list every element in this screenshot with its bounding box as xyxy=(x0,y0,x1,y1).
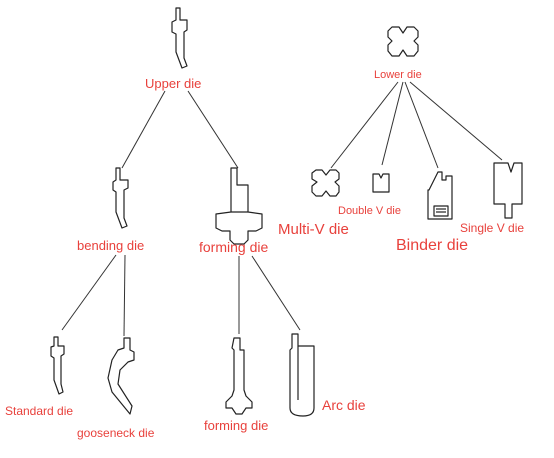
label-double-v-die: Double V die xyxy=(338,205,401,217)
single-v-die-icon xyxy=(493,162,523,219)
label-upper-die: Upper die xyxy=(145,76,202,91)
edge-lower-to-binder xyxy=(404,81,439,169)
label-standard-die: Standard die xyxy=(5,404,74,418)
forming-die-lower-icon xyxy=(225,337,253,415)
double-v-die-icon xyxy=(372,173,390,193)
edge-upper-to-bending xyxy=(121,90,166,169)
lower-die-block-icon xyxy=(387,26,419,57)
gooseneck-die-punch-icon xyxy=(107,337,135,415)
label-single-v-die: Single V die xyxy=(460,221,525,235)
forming-die-upper-icon xyxy=(215,167,263,245)
label-multi-v-die: Multi-V die xyxy=(278,221,349,238)
label-gooseneck-die: gooseneck die xyxy=(77,426,155,440)
standard-die-punch-icon xyxy=(50,336,65,395)
connectors xyxy=(61,81,503,337)
arc-die-icon xyxy=(289,333,315,417)
edge-lower-to-singlev xyxy=(409,81,503,161)
label-lower-die: Lower die xyxy=(374,69,422,81)
label-bending-die: bending die xyxy=(77,238,145,253)
edge-bending-to-gooseneck xyxy=(123,254,126,337)
edge-bending-to-standard xyxy=(61,254,117,331)
edge-lower-to-multiv xyxy=(330,81,399,169)
upper-die-punch-icon xyxy=(171,7,188,69)
label-forming-die-top: forming die xyxy=(199,239,269,255)
edge-forming-to-arc xyxy=(251,255,301,331)
label-forming-die-bottom: forming die xyxy=(204,418,269,433)
label-arc-die: Arc die xyxy=(322,397,366,413)
binder-die-icon xyxy=(427,171,453,220)
bending-die-punch-icon xyxy=(112,167,129,229)
edge-lower-to-doublev xyxy=(381,81,404,166)
label-binder-die: Binder die xyxy=(396,237,469,254)
multi-v-die-icon xyxy=(311,169,340,197)
edge-upper-to-forming xyxy=(187,90,239,169)
